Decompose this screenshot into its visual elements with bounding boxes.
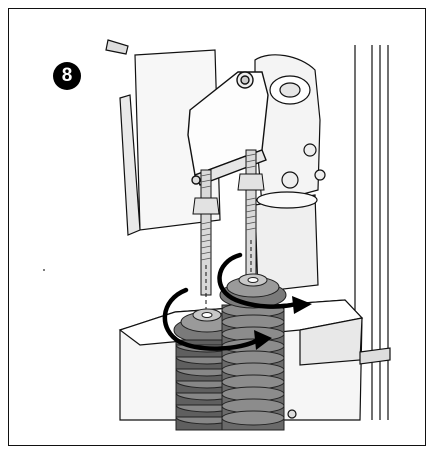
rotation-arrow-head-icon — [254, 330, 272, 350]
compression-spring-left-front — [175, 339, 223, 431]
speck — [43, 269, 45, 271]
step-number-badge: 8 — [53, 62, 81, 90]
rotation-arrow-icon — [217, 252, 299, 309]
compression-spring-right — [219, 273, 287, 431]
rotation-arrow-head-icon — [292, 296, 312, 314]
rotation-arrow-icon — [162, 287, 261, 351]
